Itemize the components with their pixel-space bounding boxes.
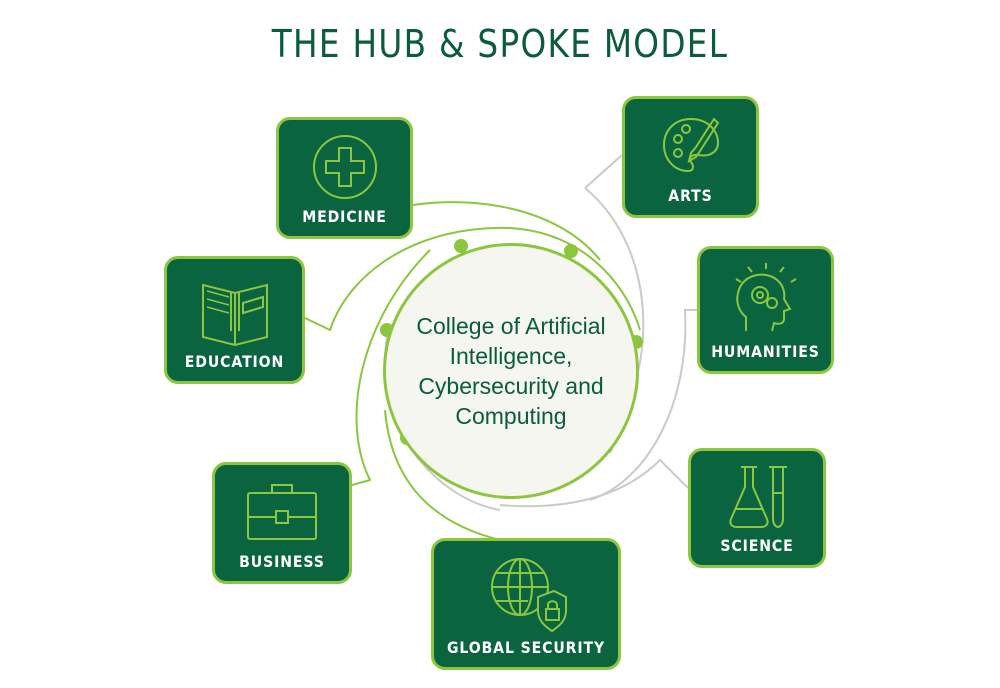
spoke-global-security: GLOBAL SECURITY xyxy=(431,538,621,670)
spoke-science: SCIENCE xyxy=(688,448,826,568)
head-gears-icon xyxy=(734,263,797,332)
spoke-label: MEDICINE xyxy=(302,207,387,226)
spoke-business: BUSINESS xyxy=(212,462,352,584)
spoke-label: EDUCATION xyxy=(184,352,285,371)
spoke-label: GLOBAL SECURITY xyxy=(446,638,606,657)
hub-circle: College of Artificial Intelligence, Cybe… xyxy=(383,243,639,499)
globe-shield-icon xyxy=(491,558,567,633)
connector-medicine xyxy=(412,201,601,261)
hub-dot xyxy=(454,239,468,253)
spoke-label: HUMANITIES xyxy=(711,342,820,361)
book-icon xyxy=(201,283,268,347)
lab-flask-icon xyxy=(729,466,787,529)
page-title: THE HUB & SPOKE MODEL xyxy=(271,22,729,66)
briefcase-icon xyxy=(247,484,317,540)
connector-humanities xyxy=(589,309,697,501)
connector-education xyxy=(304,226,641,332)
connector-science xyxy=(499,458,689,508)
spoke-label: BUSINESS xyxy=(239,552,325,571)
connector-business xyxy=(351,249,431,486)
spoke-label: ARTS xyxy=(668,186,713,205)
spoke-arts: ARTS xyxy=(622,96,759,218)
spoke-label: SCIENCE xyxy=(720,536,794,555)
connector-global-security xyxy=(384,409,501,541)
palette-brush-icon xyxy=(662,117,719,173)
spoke-medicine: MEDICINE xyxy=(276,117,413,239)
hub-label: College of Artificial Intelligence, Cybe… xyxy=(416,313,606,429)
connector-arts xyxy=(584,154,623,189)
spoke-education: EDUCATION xyxy=(164,256,305,384)
hub-dot xyxy=(564,244,578,258)
medical-cross-icon xyxy=(312,135,377,199)
spoke-humanities: HUMANITIES xyxy=(697,246,834,374)
